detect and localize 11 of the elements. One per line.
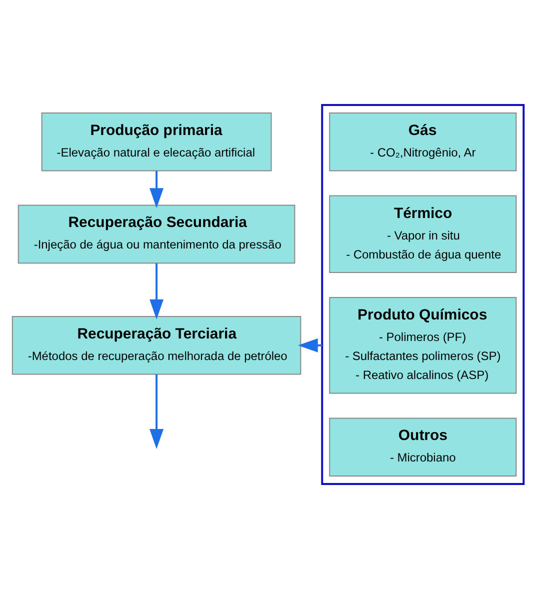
arrow xyxy=(150,374,164,450)
node-box: Recuperação Secundaria -Injeção de água ou mantenimento da pressão xyxy=(18,204,296,264)
node-box: Térmico - Vapor in situ - Combustão de água quente xyxy=(329,195,517,274)
node-box: Produto Químicos - Polimeros (PF) - Sulfactantes polimeros (SP) - Reativo alcalinos (ASP) xyxy=(329,297,517,394)
node-box: Produção primaria -Elevação natural e elecação artificial xyxy=(41,112,272,172)
cluster xyxy=(321,104,525,486)
node-box: Gás - CO₂,Nitrogênio, Ar xyxy=(329,112,517,172)
node-box: Recuperação Terciaria -Métodos de recuperação melhorada de petróleo xyxy=(12,316,302,375)
node-box: Outros - Microbiano xyxy=(329,418,517,477)
arrow xyxy=(150,170,164,208)
arrow xyxy=(150,263,164,320)
